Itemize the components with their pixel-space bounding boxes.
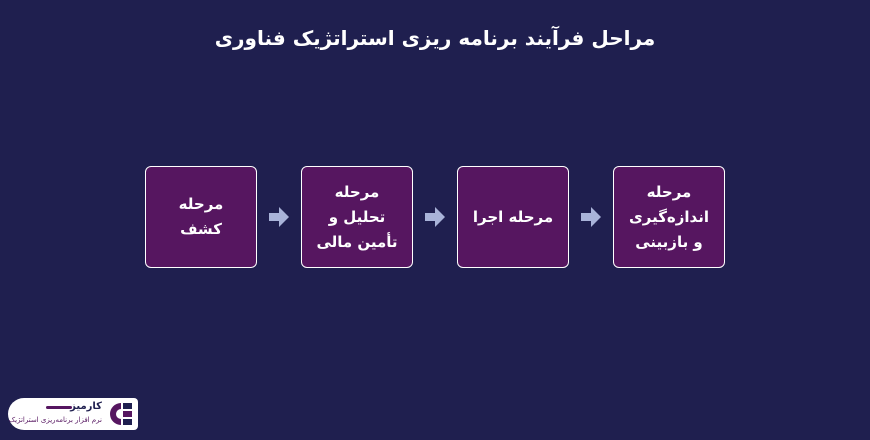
right-arrow-icon [269, 207, 289, 227]
step-discovery-label: مرحله کشف [178, 195, 224, 238]
brand-logo[interactable]: کارمیز نرم افزار برنامه‌ریزی استراتژیک [8, 398, 138, 430]
logo-tagline: نرم افزار برنامه‌ریزی استراتژیک [8, 416, 102, 424]
step-execution: مرحله اجرا [457, 166, 569, 268]
step-analysis-funding-label: مرحله تحلیل و تأمین مالی [316, 182, 398, 251]
karmiz-logo-icon [110, 403, 132, 425]
step-analysis-funding: مرحله تحلیل و تأمین مالی [301, 166, 413, 268]
right-arrow-icon [425, 207, 445, 227]
logo-name: کارمیز [70, 401, 102, 412]
step-measurement-review: مرحله اندازه‌گیری و بازبینی [613, 166, 725, 268]
step-execution-label: مرحله اجرا [472, 207, 554, 226]
diagram-title: مراحل فرآیند برنامه ریزی استراتژیک فناور… [214, 26, 656, 50]
logo-accent-stripe [46, 406, 72, 409]
right-arrow-icon [581, 207, 601, 227]
step-discovery: مرحله کشف [145, 166, 257, 268]
process-flow: مرحله کشف مرحله تحلیل و تأمین مالی مرحله… [145, 166, 727, 270]
step-measurement-review-label: مرحله اندازه‌گیری و بازبینی [629, 182, 709, 251]
